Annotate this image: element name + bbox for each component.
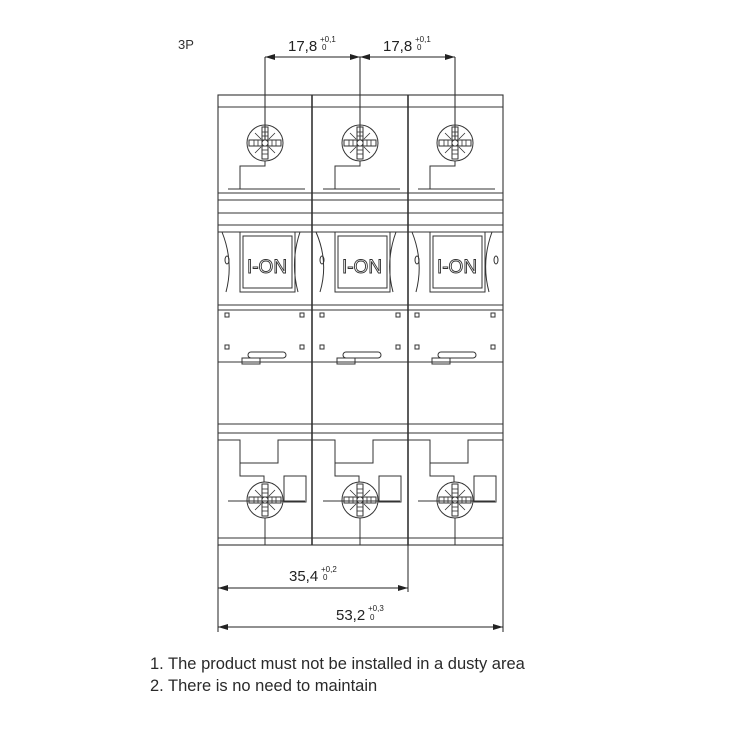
total-width-value: 53,2 xyxy=(336,607,365,624)
total-width-tol-lower: 0 xyxy=(370,613,375,622)
two-pole-width-tol-lower: 0 xyxy=(323,573,328,582)
pitch-1-tol-upper: +0,1 xyxy=(320,35,336,44)
module-3 xyxy=(408,124,503,545)
pole-count-label: 3P xyxy=(178,37,194,52)
pitch-2-tol-upper: +0,1 xyxy=(415,35,431,44)
top-dimensions xyxy=(264,54,456,143)
module-2 xyxy=(312,124,408,545)
pitch-1-value: 17,8 xyxy=(288,38,317,55)
module-3-label: I-ON xyxy=(437,257,477,278)
total-width-tol-upper: +0,3 xyxy=(368,604,384,613)
pitch-1-tol-lower: 0 xyxy=(322,43,327,52)
module-1 xyxy=(218,124,312,545)
pitch-2-tol-lower: 0 xyxy=(417,43,422,52)
module-1-label: I-ON xyxy=(247,257,287,278)
two-pole-width-tol-upper: +0,2 xyxy=(321,565,337,574)
module-2-label: I-ON xyxy=(342,257,382,278)
two-pole-width-value: 35,4 xyxy=(289,568,318,585)
note-item: 2. There is no need to maintain xyxy=(150,677,378,695)
notes-list: 1. The product must not be installed in … xyxy=(150,653,525,697)
bottom-dimensions xyxy=(217,545,504,632)
pitch-2-value: 17,8 xyxy=(383,38,412,55)
note-item: 1. The product must not be installed in … xyxy=(150,655,525,673)
